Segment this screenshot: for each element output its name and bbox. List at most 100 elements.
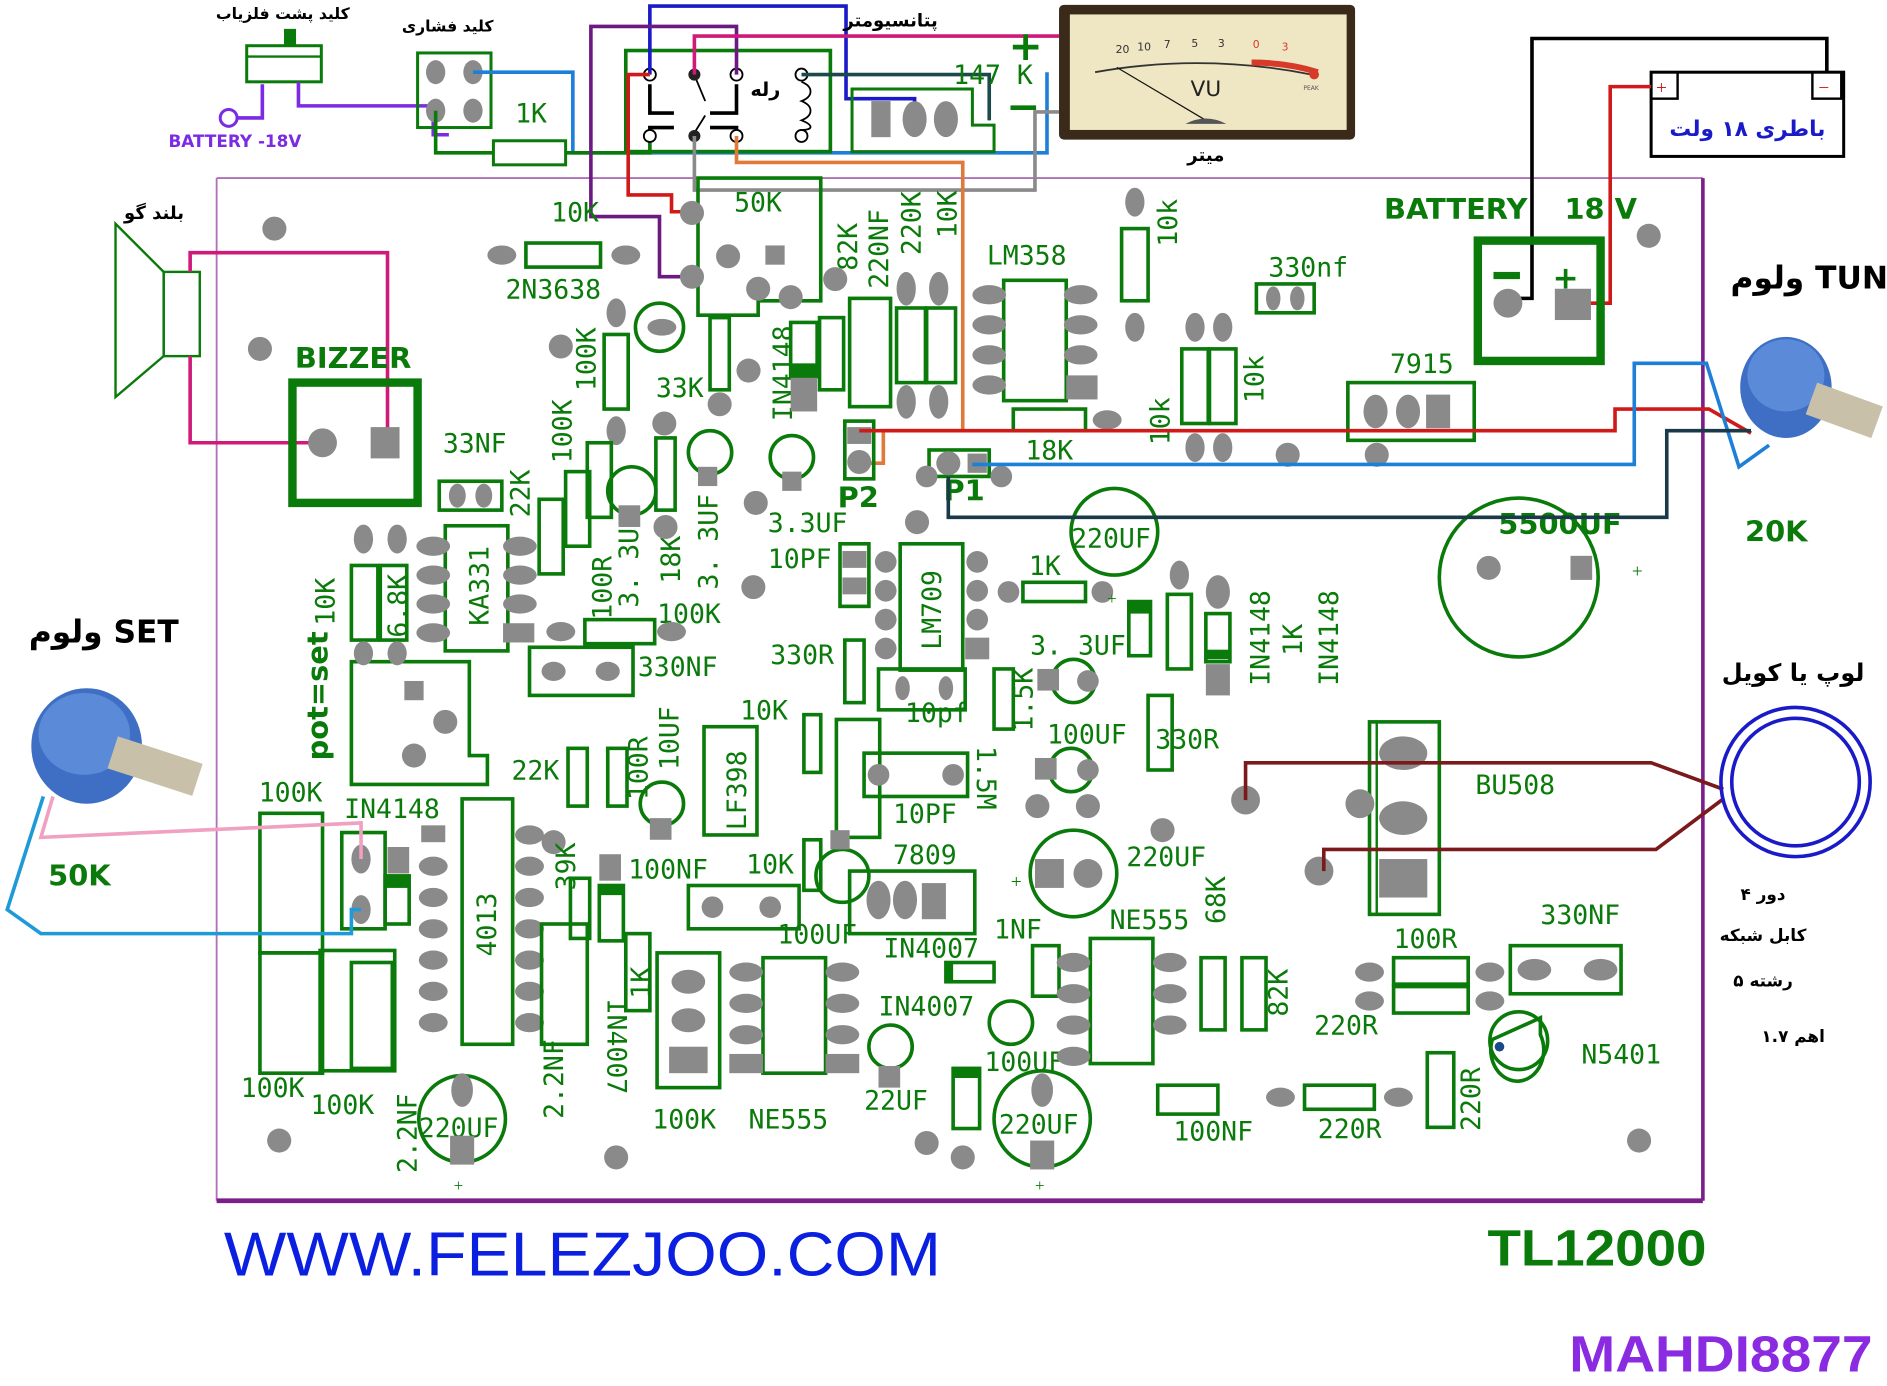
meter-minus: − bbox=[1006, 82, 1040, 130]
component-label: 3. 3UF bbox=[1030, 631, 1126, 662]
component-label: 1K bbox=[1029, 551, 1061, 582]
component-label: + bbox=[1035, 1176, 1045, 1195]
component-label: IN4148 bbox=[1246, 590, 1277, 686]
component-label: 10k bbox=[1240, 355, 1271, 403]
board-battery-label: BATTERY bbox=[1384, 192, 1529, 226]
component-label: 1.5K bbox=[1009, 668, 1040, 732]
meter-tick-5: 5 bbox=[1191, 37, 1198, 50]
component-label: 10pf bbox=[905, 698, 969, 729]
component-label: 100R bbox=[1394, 924, 1458, 955]
component-label: KA331 bbox=[465, 546, 496, 626]
label-r10k-top: 10K bbox=[551, 197, 599, 228]
component-label: 330R bbox=[1155, 724, 1219, 755]
p1-label: P1 bbox=[944, 474, 985, 508]
component-label: 10k bbox=[1146, 397, 1177, 445]
coil-note-1: دور ۴ bbox=[1741, 884, 1786, 905]
component-label: 1NF bbox=[994, 914, 1042, 945]
board-outline bbox=[215, 177, 1705, 1204]
component-label: 10K bbox=[746, 849, 794, 880]
component-label: NE555 bbox=[1110, 905, 1190, 936]
coil-note-2: کابل شبکه bbox=[1720, 925, 1807, 945]
component-label: 100K bbox=[652, 1105, 716, 1136]
component-label: 33NF bbox=[443, 428, 507, 459]
component-label: 10PF bbox=[768, 544, 832, 575]
component-label: 68K bbox=[1201, 876, 1232, 924]
component-label: 100K bbox=[310, 1090, 374, 1121]
battery-minus: − bbox=[1818, 78, 1829, 99]
board-battery-voltage: 18 V bbox=[1564, 192, 1637, 226]
meter-face: VU bbox=[1191, 77, 1222, 102]
component-label: 1K bbox=[626, 967, 657, 999]
set-label: ولوم SET bbox=[29, 614, 179, 650]
coil-note-3: رشته ۵ bbox=[1733, 971, 1792, 991]
component-label: 220NF bbox=[864, 209, 895, 289]
component-label: LM709 bbox=[917, 570, 948, 650]
component-label: NE555 bbox=[749, 1105, 829, 1136]
component-label: 2.2NF bbox=[539, 1039, 570, 1119]
component-label: 1K bbox=[1278, 624, 1309, 656]
component-label: 220UF bbox=[1071, 523, 1151, 554]
component-label: 100UF bbox=[777, 919, 857, 950]
component-label: 7915 bbox=[1390, 349, 1454, 380]
bizzer-label: BIZZER bbox=[295, 341, 412, 375]
model-title: TL12000 bbox=[1487, 1220, 1706, 1277]
component-label: 220UF bbox=[999, 1109, 1079, 1140]
component-label: 100K bbox=[241, 1073, 305, 1104]
coil-note-4: اهم ۱.۷ bbox=[1761, 1026, 1824, 1046]
bizzer: BIZZER bbox=[288, 341, 422, 508]
meter-tick-20: 20 bbox=[1116, 43, 1130, 56]
component-label: 100K bbox=[548, 399, 579, 463]
battery-18v-label: باطری ۱۸ ولت bbox=[1669, 117, 1825, 142]
potentiometer-label: پتانسیومتر bbox=[842, 10, 937, 31]
set-value: 50K bbox=[48, 859, 112, 893]
component-label: 33K bbox=[656, 373, 704, 404]
component-label: 100NF bbox=[1173, 1117, 1253, 1148]
component-label: 1.5M bbox=[970, 746, 1001, 810]
component-label: 10PF bbox=[893, 799, 957, 830]
component-label: 22UF bbox=[864, 1085, 928, 1116]
meter-tick-10: 10 bbox=[1137, 41, 1151, 54]
component-label: 10k bbox=[1153, 199, 1184, 247]
component-label: 220R bbox=[1318, 1114, 1382, 1145]
meter-plus: + bbox=[1008, 22, 1042, 70]
component-label: 22K bbox=[506, 469, 537, 517]
component-label: + bbox=[1632, 562, 1643, 583]
component-label: 82K bbox=[833, 223, 864, 271]
push-button-label: کلید فشاری bbox=[402, 16, 495, 35]
meter-label: میتر bbox=[1186, 145, 1224, 166]
component-label: 220K bbox=[897, 191, 928, 255]
component-label: 147 K bbox=[953, 60, 1033, 91]
component-label: 10K bbox=[933, 190, 964, 238]
component-label: LF398 bbox=[722, 750, 753, 830]
component-label: IN4148 bbox=[1314, 590, 1345, 686]
meter-tick-7: 7 bbox=[1164, 38, 1171, 51]
component-label: 220R bbox=[1314, 1011, 1378, 1042]
component-label: 10UF bbox=[655, 706, 686, 770]
component-label: 18K bbox=[656, 536, 687, 584]
component-label: LM358 bbox=[987, 241, 1067, 272]
tun-label: ولوم TUN bbox=[1731, 261, 1887, 297]
board-battery-connector: BATTERY 18 V + bbox=[1384, 192, 1638, 366]
speaker: بلند گو bbox=[114, 202, 390, 445]
meter-tick-0: 0 bbox=[1253, 38, 1260, 51]
component-label: 330NF bbox=[638, 652, 718, 683]
component-label: 10K bbox=[311, 578, 342, 626]
component-label: + bbox=[454, 1176, 464, 1195]
set-pot[interactable]: ولوم SET 50K bbox=[5, 614, 363, 936]
tun-pot[interactable]: ولوم TUN 20K bbox=[1731, 261, 1887, 549]
board-wiring bbox=[859, 361, 1771, 872]
potentiometer-147k: پتانسیومتر 147 K + − bbox=[842, 10, 1043, 154]
component-label: IN4007 bbox=[601, 999, 632, 1095]
board-components: 10K 2N3638 50K 82K 220NF 220K 10K LM358 … bbox=[241, 176, 1661, 1195]
meter-peak: PEAK bbox=[1303, 85, 1320, 92]
component-label: 18K bbox=[1025, 436, 1073, 467]
meter-tick-3: 3 bbox=[1218, 37, 1225, 50]
component-label: + bbox=[1011, 872, 1022, 893]
component-label: IN4007 bbox=[883, 934, 979, 965]
search-coil: لوپ یا کویل دور ۴ کابل شبکه رشته ۵ اهم ۱… bbox=[1719, 659, 1872, 1046]
label-pot-50k: 50K bbox=[734, 188, 782, 219]
component-label: 10K bbox=[740, 695, 788, 726]
website-link[interactable]: WWW.FELEZJOO.COM bbox=[224, 1219, 941, 1289]
component-label: 82K bbox=[1264, 969, 1295, 1017]
